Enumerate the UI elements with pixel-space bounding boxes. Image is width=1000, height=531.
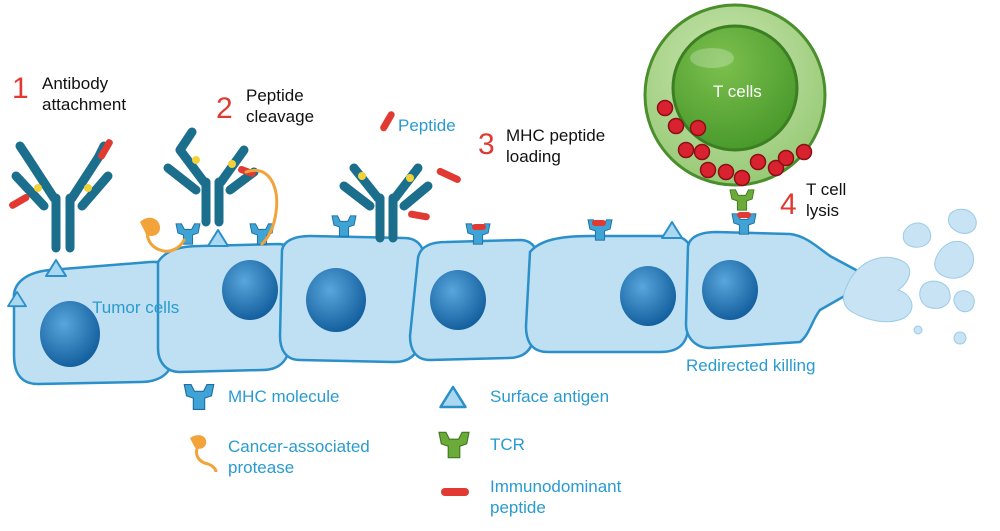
lysed-cell-debris xyxy=(843,208,977,345)
nucleus xyxy=(702,260,758,320)
t-cell-inner xyxy=(671,24,799,152)
tcr-icon xyxy=(438,431,470,459)
t-cell xyxy=(643,3,827,211)
t-cells-label: T cells xyxy=(713,82,762,101)
surface-antigen xyxy=(661,221,683,239)
legend-antigen-label: Surface antigen xyxy=(490,387,610,406)
bound-peptide xyxy=(9,194,30,209)
step-2-label: Peptide cleavage xyxy=(246,86,315,126)
step-3-label: MHC peptide loading xyxy=(506,126,606,166)
surface-antigen-icon xyxy=(439,385,467,409)
nucleus xyxy=(222,260,278,320)
mhc-molecule-icon xyxy=(183,383,215,411)
mhc-molecule xyxy=(175,223,201,245)
step-1-number: 1 xyxy=(12,72,29,105)
tumor-cells-label: Tumor cells xyxy=(92,298,180,317)
legend-protease-label: Cancer-associated protease xyxy=(228,437,370,477)
step-2-number: 2 xyxy=(216,92,233,125)
redirected-killing-label: Redirected killing xyxy=(686,356,816,375)
protease-icon xyxy=(190,435,218,472)
peptide-label: Peptide xyxy=(398,116,456,135)
nucleus xyxy=(306,268,366,332)
peptide-icon xyxy=(441,488,469,496)
protease-strand xyxy=(244,168,279,246)
legend-mhc-label: MHC molecule xyxy=(228,387,340,406)
antibody-step3 xyxy=(339,163,433,243)
nucleus xyxy=(430,270,486,330)
legend-tcr-label: TCR xyxy=(490,435,525,454)
tcr xyxy=(729,189,755,211)
surface-antigen xyxy=(207,229,229,247)
loaded-peptide xyxy=(472,224,486,230)
legend-peptide-label: Immunodominant peptide xyxy=(490,477,622,517)
antibody-step2 xyxy=(140,127,279,253)
loaded-peptide xyxy=(592,220,606,226)
mhc-molecule xyxy=(331,215,357,237)
bound-peptide xyxy=(97,139,113,160)
step-3-number: 3 xyxy=(478,128,495,161)
step-4-label: T cell lysis xyxy=(806,180,847,220)
loaded-peptide xyxy=(737,212,751,218)
step-4-number: 4 xyxy=(780,188,797,221)
protease xyxy=(140,217,160,236)
nucleus xyxy=(620,266,676,326)
t-cell-granules xyxy=(656,99,813,187)
tumor-cell-row xyxy=(7,212,860,386)
step-1-label: Antibody attachment xyxy=(42,74,127,114)
nucleus xyxy=(40,301,100,367)
free-peptides xyxy=(380,111,461,221)
antibody-step1 xyxy=(9,139,113,253)
